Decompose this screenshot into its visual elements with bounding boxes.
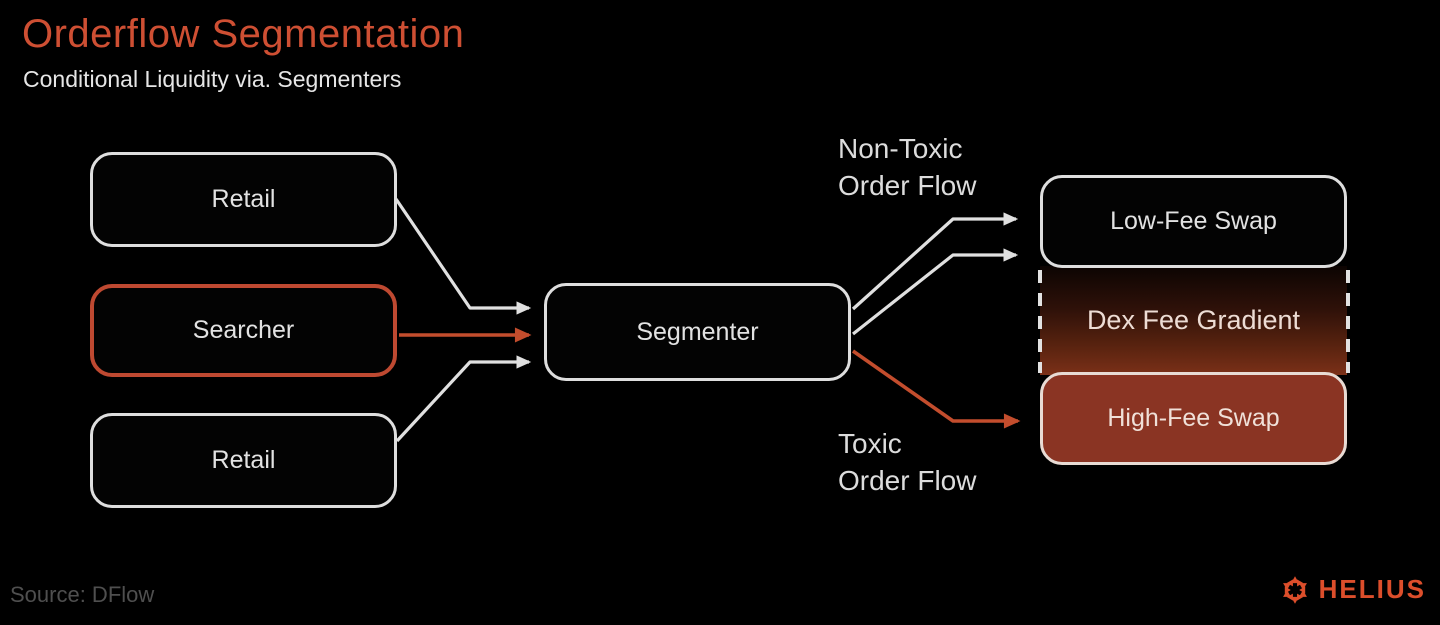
node-high-fee-swap: High-Fee Swap — [1040, 372, 1347, 465]
dashed-border-right — [1346, 270, 1350, 373]
node-retail-top: Retail — [90, 152, 397, 247]
brand-wordmark: HELIUS — [1318, 574, 1426, 604]
source-credit: Source: DFlow — [10, 582, 155, 607]
label-toxic-order-flow: Toxic Order Flow — [838, 428, 977, 496]
node-low-fee-swap: Low-Fee Swap — [1040, 175, 1347, 268]
node-dex-fee-gradient-label: Dex Fee Gradient — [1086, 305, 1301, 335]
arrow-retail-bottom-to-segmenter — [395, 355, 532, 443]
node-dex-fee-gradient: Dex Fee Gradient — [1038, 266, 1350, 375]
brand-logo: HELIUS — [1280, 574, 1426, 605]
node-retail-top-label: Retail — [211, 185, 276, 213]
arrow-segmenter-to-highfee — [851, 349, 1021, 429]
node-segmenter-label: Segmenter — [636, 317, 759, 346]
helius-sunburst-icon — [1280, 575, 1309, 604]
node-high-fee-swap-label: High-Fee Swap — [1107, 404, 1280, 432]
arrow-segmenter-to-lowfee-1 — [851, 212, 1019, 311]
dashed-border-left — [1038, 270, 1042, 373]
arrow-retail-top-to-segmenter — [394, 198, 532, 315]
page-subtitle: Conditional Liquidity via. Segmenters — [23, 66, 402, 92]
arrow-segmenter-to-lowfee-2 — [852, 248, 1019, 336]
node-retail-bottom-label: Retail — [211, 446, 276, 474]
node-searcher: Searcher — [90, 284, 397, 377]
node-segmenter: Segmenter — [544, 283, 851, 381]
label-non-toxic-order-flow: Non-Toxic Order Flow — [838, 133, 977, 201]
node-searcher-label: Searcher — [192, 316, 295, 344]
node-low-fee-swap-label: Low-Fee Swap — [1110, 207, 1277, 235]
node-retail-bottom: Retail — [90, 413, 397, 508]
page-title: Orderflow Segmentation — [22, 12, 465, 56]
